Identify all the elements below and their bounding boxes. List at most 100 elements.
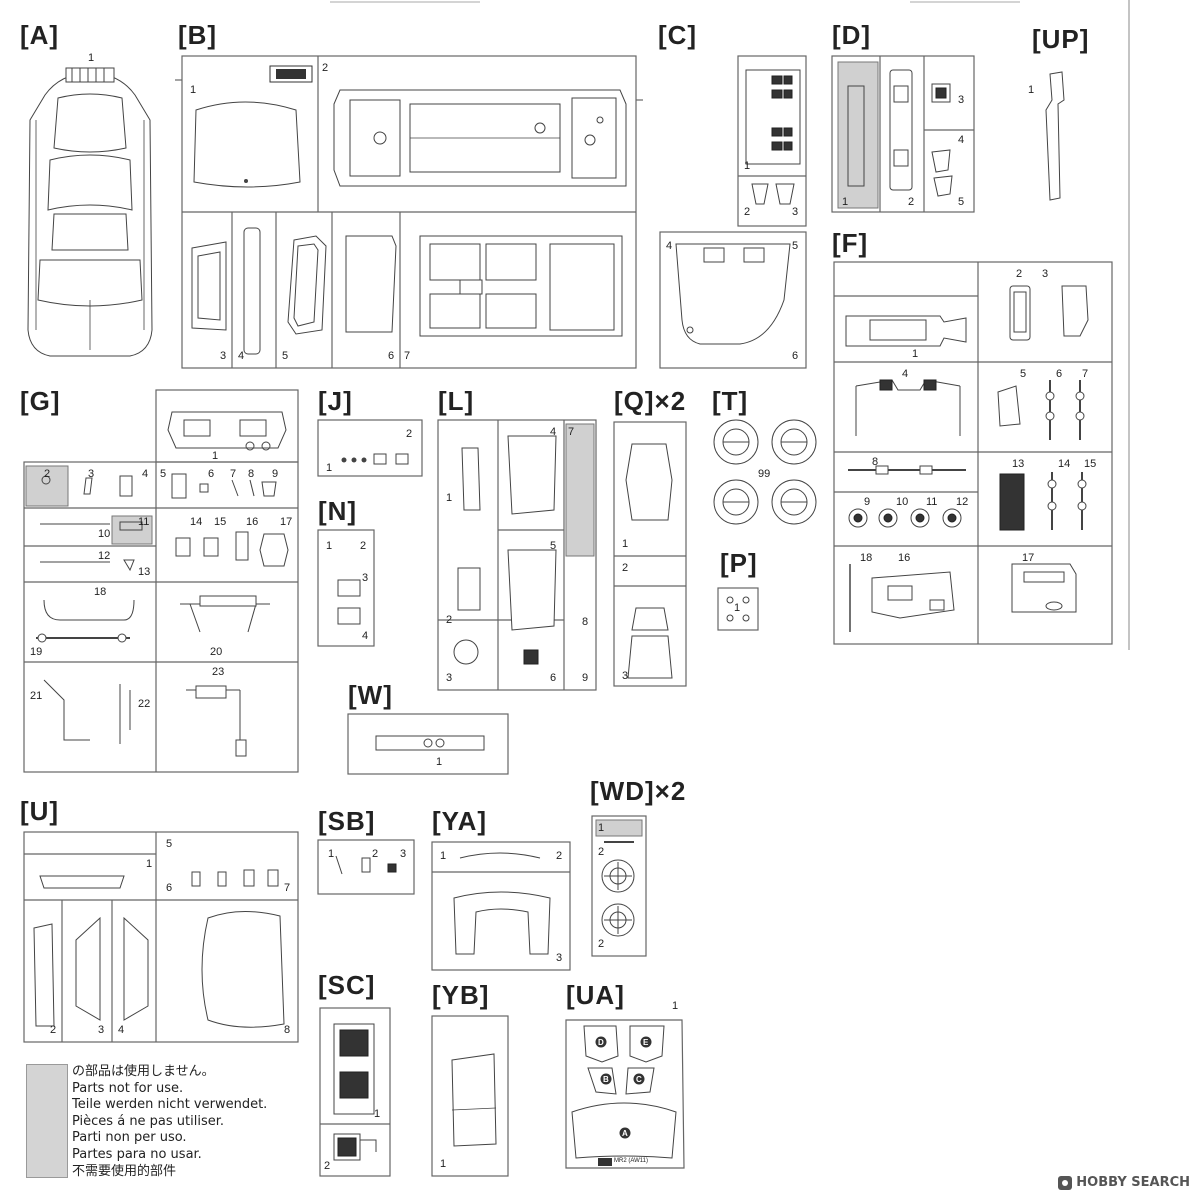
- part-number: 1: [190, 84, 197, 96]
- part-number: 3: [220, 350, 227, 362]
- part-number: 6: [166, 882, 173, 894]
- part-number: 2: [622, 562, 629, 574]
- part-number: 1: [440, 850, 447, 862]
- part-number: 1: [622, 538, 629, 550]
- sprue-yb: [431, 1015, 509, 1177]
- part-number: 2: [406, 428, 413, 440]
- sprue-p: [717, 587, 759, 631]
- sprue-t: [713, 419, 817, 525]
- part-number: 6: [1056, 368, 1063, 380]
- sprue-label-j: [J]: [318, 386, 353, 416]
- part-number: 2: [446, 614, 453, 626]
- part-number: 17: [1022, 552, 1035, 564]
- sprue-sb: [317, 839, 415, 895]
- sprue-up: [1045, 71, 1065, 201]
- part-number: 2: [598, 938, 605, 950]
- part-number: 1: [842, 196, 849, 208]
- part-number: 3: [446, 672, 453, 684]
- part-number: 22: [138, 698, 151, 710]
- sprue-label-p: [P]: [720, 548, 758, 578]
- part-number: 1: [744, 160, 751, 172]
- sprue-q-multiplier: ×2: [654, 386, 687, 416]
- decal-caption: MR2 (AW11): [614, 1158, 649, 1164]
- watermark-text: HOBBY SEARCH: [1076, 1175, 1190, 1190]
- part-number: 3: [958, 94, 965, 106]
- part-number: 9: [864, 496, 871, 508]
- part-number: 7: [404, 350, 411, 362]
- part-number: 1: [446, 492, 453, 504]
- legend-lines: の部品は使用しません。 Parts not for use. Teile wer…: [72, 1064, 312, 1180]
- part-number: 1: [436, 756, 443, 768]
- part-number: 3: [400, 848, 407, 860]
- part-number: 14: [1058, 458, 1071, 470]
- part-number: 4: [958, 134, 965, 146]
- legend-line-de: Teile werden nicht verwendet.: [72, 1097, 268, 1113]
- part-number: 9: [272, 468, 279, 480]
- sprue-label-wd-text: [WD]: [590, 776, 655, 806]
- part-number: 3: [362, 572, 369, 584]
- part-number: 16: [246, 516, 259, 528]
- sprue-u: [23, 831, 299, 1043]
- part-number: 11: [138, 516, 150, 528]
- sprue-label-c: [C]: [658, 20, 698, 50]
- part-number: 2: [556, 850, 563, 862]
- part-number: 7: [230, 468, 237, 480]
- sprue-label-wd: [WD]×2: [590, 776, 686, 807]
- part-number: 14: [190, 516, 203, 528]
- part-number: 13: [138, 566, 151, 578]
- part-number: 3: [98, 1024, 105, 1036]
- sprue-a-body: [27, 67, 153, 357]
- sprue-wd-multiplier: ×2: [654, 776, 687, 806]
- decal-letter: A: [622, 1129, 628, 1138]
- part-number: 3: [556, 952, 563, 964]
- part-number: 1: [326, 462, 333, 474]
- part-number: 7: [284, 882, 291, 894]
- sprue-b: [175, 55, 643, 369]
- sprue-j: [317, 419, 423, 477]
- part-number: 2: [322, 62, 329, 74]
- part-number: 18: [94, 586, 107, 598]
- part-number: 6: [388, 350, 395, 362]
- part-number: 1: [912, 348, 919, 360]
- sprue-n: [317, 529, 375, 647]
- part-number: 4: [666, 240, 673, 252]
- part-number: 1: [598, 822, 605, 834]
- part-number: 15: [1084, 458, 1097, 470]
- part-number: 2: [372, 848, 379, 860]
- sprue-label-f: [F]: [832, 228, 869, 258]
- decal-letter: C: [636, 1075, 642, 1084]
- part-number: 16: [898, 552, 911, 564]
- part-number: 10: [896, 496, 909, 508]
- part-number: 5: [550, 540, 557, 552]
- not-for-use-swatch: [26, 1064, 68, 1178]
- sprue-label-d: [D]: [832, 20, 872, 50]
- legend-line-it: Parti non per uso.: [72, 1130, 187, 1146]
- part-number: 7: [1082, 368, 1089, 380]
- part-number: 12: [956, 496, 969, 508]
- sprue-f: [833, 261, 1113, 645]
- watermark: HOBBY SEARCH: [1058, 1175, 1190, 1190]
- part-number: 1: [212, 450, 219, 462]
- part-number: 3: [622, 670, 629, 682]
- sprue-label-w: [W]: [348, 680, 393, 710]
- part-number: 8: [248, 468, 255, 480]
- part-number: 7: [568, 426, 575, 438]
- sprue-label-q-text: [Q]: [614, 386, 655, 416]
- part-number: 3: [88, 468, 95, 480]
- sprue-label-up: [UP]: [1032, 24, 1090, 54]
- part-number: 4: [118, 1024, 125, 1036]
- sprue-label-t: [T]: [712, 386, 749, 416]
- sprue-label-ya: [YA]: [432, 806, 488, 836]
- part-number: 1: [1028, 84, 1035, 96]
- part-number: 2: [360, 540, 367, 552]
- part-number: 2: [324, 1160, 331, 1172]
- part-number: 8: [582, 616, 589, 628]
- part-number: 13: [1012, 458, 1025, 470]
- part-number: 2: [744, 206, 751, 218]
- part-number: 4: [238, 350, 245, 362]
- part-number: 2: [50, 1024, 57, 1036]
- part-number: 20: [210, 646, 223, 658]
- part-number: 6: [550, 672, 557, 684]
- sprue-wd: [591, 815, 647, 957]
